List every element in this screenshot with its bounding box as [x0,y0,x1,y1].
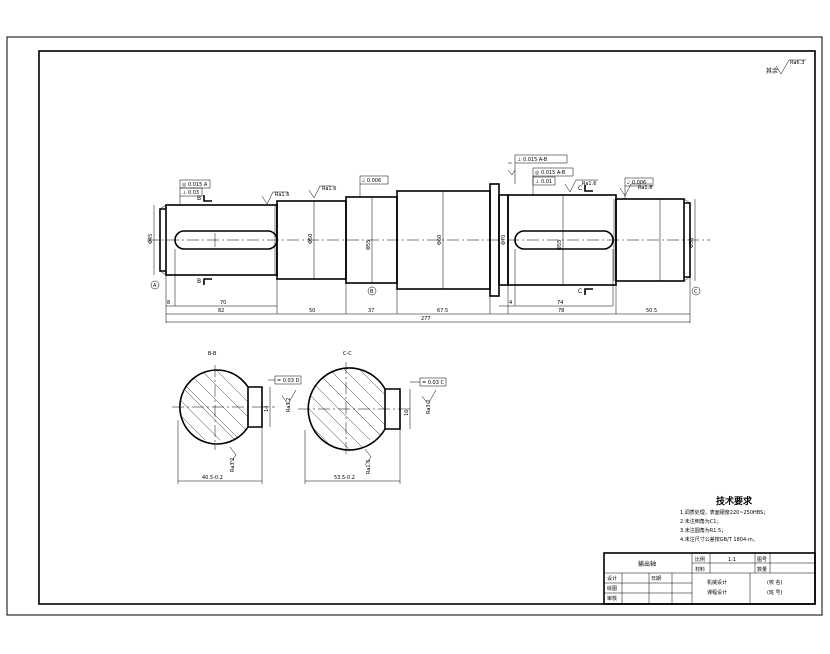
dimension-lower: 50.5 [646,308,657,314]
requirements-heading: 技术要求 [716,495,753,507]
section-title: C-C [343,351,352,357]
diameter-label: Φ50 [689,238,695,248]
section-title: B-B [208,351,217,357]
roughness-marks: Ra1.6 Ra1.6 Ra1.6 Ra1.6 [261,179,652,205]
roughness-mark: Ra3.2 [426,400,432,414]
title-course-2: 课程设计 [707,589,727,596]
dimension-upper: 74 [557,300,563,306]
section-view-c: C-C 53.5-0.2 16 = 0.03 C Ra3.2 Ra1.6 [298,351,447,484]
dimension-lower: 82 [218,308,224,314]
requirement-item: 1.调质处理，表面硬度220~250HBS； [680,509,768,516]
title-class: (班 号) [767,589,783,596]
tolerance-frame-right-flatness: ⌰ 0.006 [627,180,646,186]
section-key-width: 16 [404,410,410,416]
section-view-b: B-B 40.5-0.2 14 = 0.03 D Ra3.2 Ra3.2 [172,351,302,484]
technical-requirements: 技术要求 1.调质处理，表面硬度220~250HBS； 2.未注倒角为C1； 3… [680,495,768,543]
diameter-label: Φ55 [366,240,372,250]
datum-markers: A B C [150,280,701,296]
roughness-mark: Ra3.2 [286,398,292,412]
section-key-width: 14 [264,406,270,412]
title-drafter-label: 绘图 [607,585,617,592]
tolerance-frame-left-end-1: ◎ 0.015 A [182,182,208,188]
title-material-label: 材料 [695,566,705,573]
section-depth: 40.5-0.2 [202,475,223,481]
requirement-item: 4.未注尺寸公差按GB/T 1804-m。 [680,536,758,543]
dimension-upper: 4 [509,300,512,306]
inner-frame [38,50,816,605]
datum-label: B [370,289,374,295]
diameter-label: Φ50 [308,234,314,244]
title-school: (校 名) [767,579,783,586]
diameter-label: Φ45 [148,234,154,244]
roughness-note-value: Ra6.3 [790,60,804,66]
tolerance-frames: ⊥ 0.015 A-B ◎ 0.015 A-B ⊥ 0.01 ◎ 0.015 A… [179,154,654,205]
section-tolerance-c: = 0.03 C [422,380,445,386]
tolerance-frame-top-center: ⊥ 0.015 A-B [517,157,548,163]
datum-label: C [694,289,698,295]
requirement-item: 3.未注圆角为R1.5； [680,527,726,534]
keyway-left [174,230,278,250]
dimension-lower: 67.5 [437,308,448,314]
roughness-mark: Ra3.2 [230,458,236,472]
dimension-lower: 78 [558,308,564,314]
shaft-main-view [147,183,710,297]
requirement-item: 2.未注倒角为C1； [680,518,721,525]
roughness-note-label: 其余 [766,67,778,75]
section-mark: C [578,185,582,192]
title-scale-label: 比例 [695,556,705,563]
keyway-right [514,230,614,250]
section-mark: C [578,288,582,295]
tolerance-frame-right-key-2: ⊥ 0.01 [535,179,552,185]
general-roughness-note: 其余 Ra6.3 [766,59,806,75]
dimension-upper: 70 [220,300,226,306]
datum-label: A [153,283,157,289]
dimensions: 8 70 4 74 82 50 37 67.5 78 50.5 277 [165,249,691,323]
section-tolerance-b: = 0.03 D [277,378,300,384]
title-date-label: 日期 [651,576,661,582]
roughness-mark: Ra1.6 [366,460,372,474]
diameter-labels: Φ45 Φ50 Φ55 Φ60 Φ70 Φ55 Φ50 [148,234,695,250]
diameter-label: Φ60 [437,235,443,245]
dimension-upper: 8 [167,300,170,306]
dimension-lower: 37 [368,308,374,314]
tolerance-frame-mid-flatness: ⌰ 0.006 [362,178,381,184]
title-checker-label: 审核 [607,595,617,602]
dimension-total: 277 [421,316,431,322]
title-quantity-label: 数量 [757,566,767,573]
roughness-mark: Ra1.6 [582,181,596,187]
title-course-1: 机械设计 [707,579,727,586]
title-scale-value: 1:1 [728,557,736,563]
section-mark: B [197,278,201,285]
shaft-segment-7 [615,198,685,282]
tolerance-frame-right-key-1: ◎ 0.015 A-B [535,170,566,176]
title-drawing-no-label: 图号 [757,557,767,563]
outer-frame [6,36,823,616]
diameter-label: Φ55 [557,240,563,250]
title-part-name: 输出轴 [638,560,656,568]
section-depth: 53.5-0.2 [334,475,355,481]
roughness-mark: Ra1.6 [322,186,336,192]
roughness-mark: Ra1.6 [275,192,289,198]
roughness-mark: Ra1.6 [638,185,652,191]
diameter-label: Φ70 [501,235,507,245]
section-mark: B [197,195,201,202]
section-cut-marks: B B C C [197,185,593,295]
dimension-lower: 50 [309,308,315,314]
title-block: 输出轴 比例 1:1 材料 图号 数量 设计 日期 绘图 审核 机械设计 课程设… [603,552,816,605]
tolerance-frame-left-end-2: ⊥ 0.03 [182,190,199,196]
title-designer-label: 设计 [607,575,617,582]
